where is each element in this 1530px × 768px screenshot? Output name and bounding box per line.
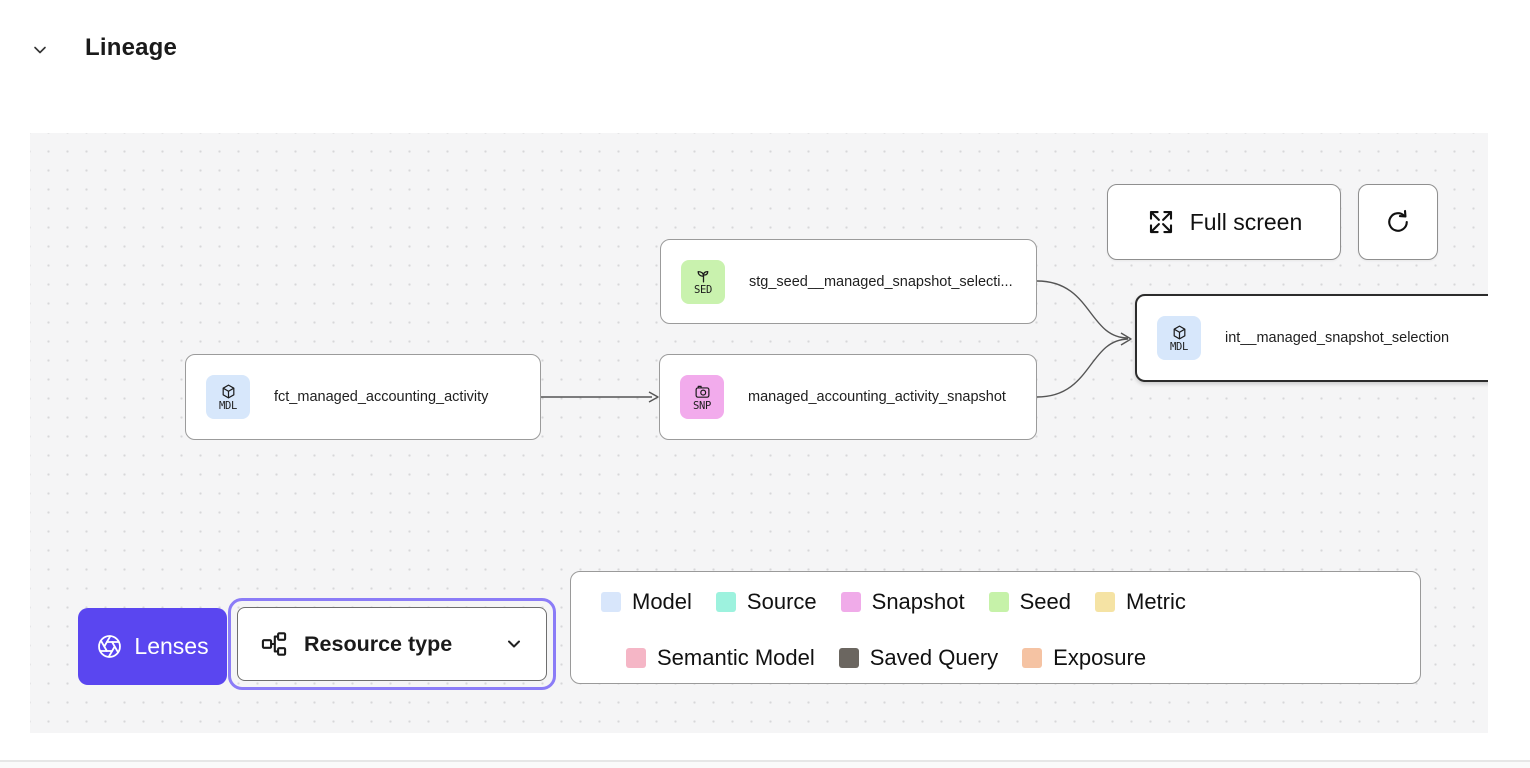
badge-code: SED bbox=[694, 285, 712, 296]
exposure-swatch bbox=[1022, 648, 1042, 668]
fullscreen-label: Full screen bbox=[1190, 209, 1302, 236]
refresh-button[interactable] bbox=[1358, 184, 1438, 260]
resource-type-dropdown[interactable]: Resource type bbox=[228, 598, 556, 690]
seed-badge: SED bbox=[681, 260, 725, 304]
node-stg-seed[interactable]: SED stg_seed__managed_snapshot_selecti..… bbox=[660, 239, 1037, 324]
seed-icon bbox=[695, 267, 712, 284]
resource-type-label: Resource type bbox=[304, 632, 488, 657]
legend-item-exposure: Exposure bbox=[1022, 645, 1146, 671]
node-int-managed-snapshot-selection-selected[interactable]: MDL int__managed_snapshot_selection bbox=[1135, 294, 1488, 382]
legend-item-snapshot: Snapshot bbox=[841, 589, 965, 615]
lenses-button[interactable]: Lenses bbox=[78, 608, 227, 685]
legend-item-source: Source bbox=[716, 589, 817, 615]
chevron-down-icon bbox=[30, 40, 50, 60]
legend-item-saved-query: Saved Query bbox=[839, 645, 998, 671]
model-badge: MDL bbox=[1157, 316, 1201, 360]
resource-type-icon bbox=[260, 630, 288, 658]
badge-code: MDL bbox=[219, 401, 237, 412]
source-swatch bbox=[716, 592, 736, 612]
model-swatch bbox=[601, 592, 621, 612]
collapse-section-button[interactable] bbox=[28, 38, 52, 62]
lenses-label: Lenses bbox=[134, 633, 208, 660]
lineage-canvas[interactable]: Full screen SED stg_seed__managed_snapsh… bbox=[30, 133, 1488, 733]
expand-icon bbox=[1146, 207, 1176, 237]
cube-icon bbox=[220, 383, 237, 400]
bottom-strip bbox=[0, 762, 1530, 768]
legend-item-seed: Seed bbox=[989, 589, 1071, 615]
badge-code: SNP bbox=[693, 401, 711, 412]
node-fct-managed-accounting-activity[interactable]: MDL fct_managed_accounting_activity bbox=[185, 354, 541, 440]
legend-item-semantic-model: Semantic Model bbox=[626, 645, 815, 671]
legend-row-2: Semantic Model Saved Query Exposure bbox=[571, 644, 1420, 672]
saved-query-swatch bbox=[839, 648, 859, 668]
model-badge: MDL bbox=[206, 375, 250, 419]
node-label: managed_accounting_activity_snapshot bbox=[748, 389, 1006, 405]
chevron-down-icon bbox=[504, 634, 524, 654]
snapshot-badge: SNP bbox=[680, 375, 724, 419]
refresh-icon bbox=[1383, 207, 1413, 237]
lineage-header: Lineage bbox=[0, 0, 1530, 100]
camera-icon bbox=[694, 383, 711, 400]
legend: Model Source Snapshot Seed Metric bbox=[570, 571, 1421, 684]
legend-row-1: Model Source Snapshot Seed Metric bbox=[571, 588, 1420, 616]
resource-type-inner: Resource type bbox=[237, 607, 547, 681]
node-label: fct_managed_accounting_activity bbox=[274, 389, 488, 405]
aperture-icon bbox=[96, 633, 123, 660]
node-managed-accounting-activity-snapshot[interactable]: SNP managed_accounting_activity_snapshot bbox=[659, 354, 1037, 440]
legend-item-metric: Metric bbox=[1095, 589, 1186, 615]
snapshot-swatch bbox=[841, 592, 861, 612]
fullscreen-button[interactable]: Full screen bbox=[1107, 184, 1341, 260]
node-label: int__managed_snapshot_selection bbox=[1225, 330, 1449, 346]
seed-swatch bbox=[989, 592, 1009, 612]
node-label: stg_seed__managed_snapshot_selecti... bbox=[749, 274, 1013, 290]
badge-code: MDL bbox=[1170, 342, 1188, 353]
page-title: Lineage bbox=[85, 34, 177, 62]
semantic-model-swatch bbox=[626, 648, 646, 668]
cube-icon bbox=[1171, 324, 1188, 341]
legend-item-model: Model bbox=[601, 589, 692, 615]
metric-swatch bbox=[1095, 592, 1115, 612]
